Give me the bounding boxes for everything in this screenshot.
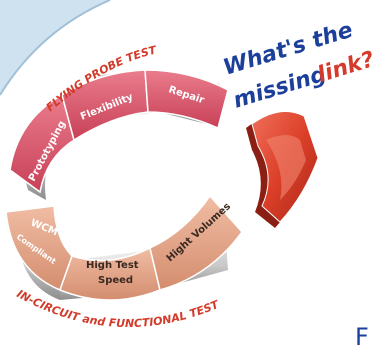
background-band-edge	[0, 0, 111, 96]
label-speed: Speed	[98, 275, 133, 286]
missing-link-piece	[246, 111, 319, 228]
segment-high-volumes	[149, 194, 243, 291]
tagline-link: link?	[315, 47, 377, 88]
segment-repair	[144, 69, 229, 130]
label-high-test: High Test	[86, 260, 139, 271]
background-band	[0, 0, 110, 95]
segment-prototyping	[9, 93, 75, 194]
corner-letter: F	[355, 323, 369, 347]
